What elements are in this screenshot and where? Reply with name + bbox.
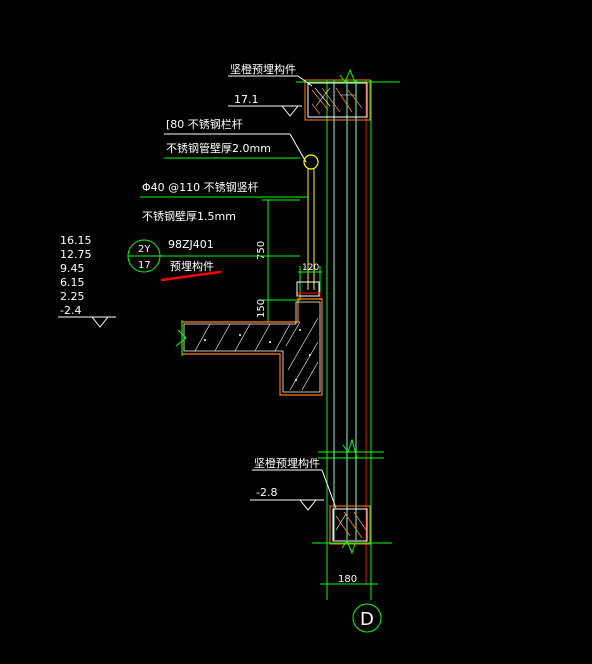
wall-lines: [326, 80, 357, 540]
axis-label: D: [360, 609, 374, 630]
bar-wall-label: 不锈钢壁厚1.5mm: [142, 209, 236, 223]
dim-180: [320, 578, 378, 590]
axis-bubble: [352, 603, 382, 633]
elev-top-label: 17.1: [234, 93, 259, 106]
elev-item: -2.4: [60, 304, 81, 317]
elev-item: 9.45: [60, 262, 85, 275]
elev-bottom-label: -2.8: [256, 486, 277, 499]
red-annotation-stroke: [160, 270, 222, 282]
baluster-post: [307, 169, 315, 290]
elev-top-marker: [228, 105, 302, 117]
bottom-embedded-label: 坚橙预埋构件: [254, 456, 320, 470]
dim-120-label: 120: [302, 263, 319, 273]
wall-break-mid: [318, 438, 384, 459]
elev-item: 12.75: [60, 248, 92, 261]
dim-750: [262, 199, 300, 301]
elev-item: 16.15: [60, 234, 92, 247]
top-embedded-block: [296, 68, 400, 121]
elev-item: 2.25: [60, 290, 85, 303]
bottom-embedded-block: [312, 505, 392, 555]
dim-750-label: 750: [256, 241, 267, 260]
handrail-circle: [303, 154, 319, 170]
bottom-label-group: [252, 469, 337, 509]
detail-index-top: 2Y: [138, 244, 151, 255]
elev-list-marker: [58, 316, 116, 328]
top-embedded-label: 坚橙预埋构件: [230, 62, 296, 76]
rail-spec-label: [80 不锈钢栏杆: [166, 117, 243, 131]
rail-leader: [289, 133, 307, 163]
elev-item: 6.15: [60, 276, 85, 289]
rail-wall-label: 不锈钢管壁厚2.0mm: [166, 141, 271, 155]
axis-lines-green: [326, 80, 372, 600]
bar-spec-label: Φ40 @110 不锈钢竖杆: [142, 180, 259, 194]
embedded-mid-label: 预埋构件: [170, 259, 214, 273]
dim-150: [262, 300, 300, 323]
elevation-list: 16.15 12.75 9.45 6.15 2.25 -2.4: [60, 234, 92, 317]
top-label-group: [228, 75, 313, 87]
elev-bottom-marker: [250, 499, 324, 511]
ref-code-label: 98ZJ401: [168, 238, 214, 251]
detail-index-bottom: 17: [138, 260, 151, 271]
dim-180-label: 180: [338, 574, 357, 585]
dim-150-label: 150: [256, 299, 267, 318]
slab-beam-section: [175, 298, 323, 396]
